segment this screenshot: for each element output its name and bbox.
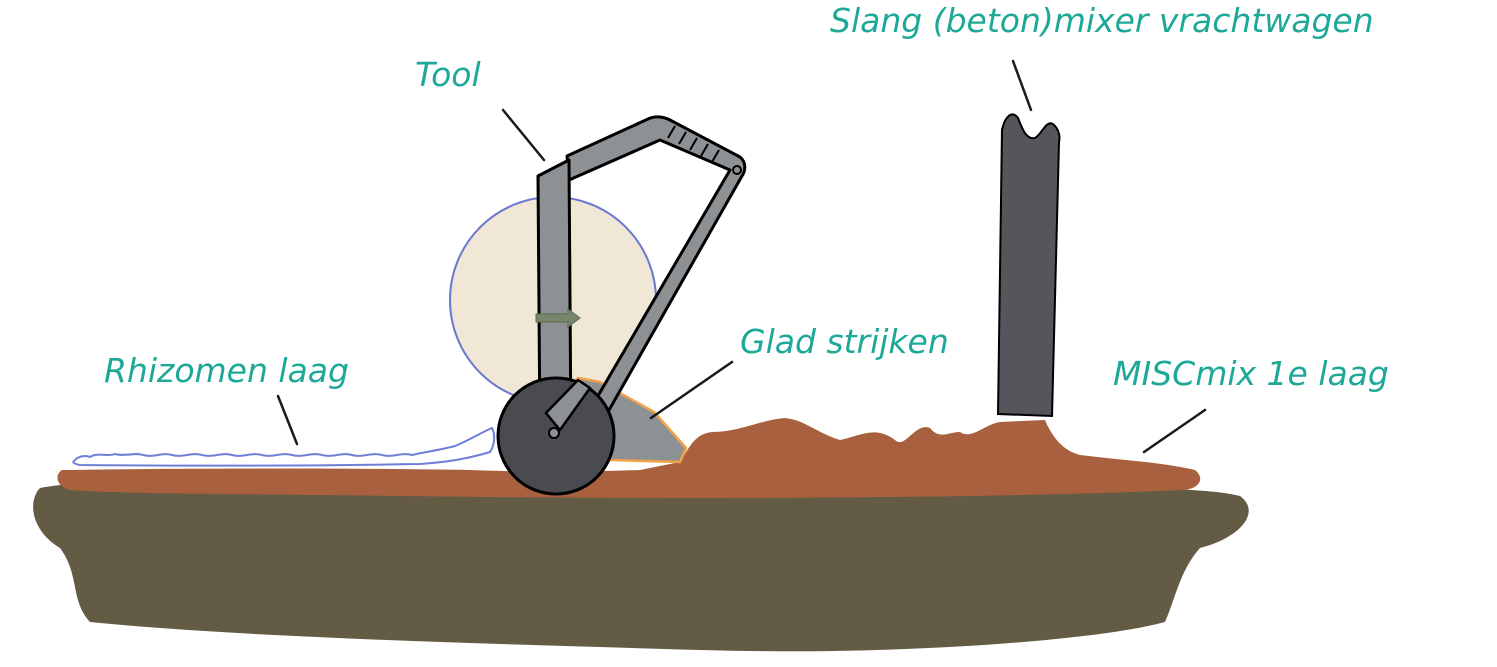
handle-hatch-4: [700, 143, 709, 157]
soil-base: [33, 482, 1249, 652]
leader-tool: [501, 108, 546, 162]
roller-hub: [548, 427, 560, 439]
leader-smooth: [649, 360, 734, 420]
handle-hatch-3: [689, 137, 698, 151]
leader-rhizome: [276, 394, 299, 446]
label-rhizome: Rhizomen laag: [104, 351, 349, 390]
direction-arrow: [535, 308, 581, 328]
rhizome-layer: [72, 426, 496, 467]
handle-pivot: [732, 165, 742, 175]
leader-misc: [1142, 408, 1207, 454]
label-hose: Slang (beton)mixer vrachtwagen: [830, 1, 1374, 40]
label-misc: MISCmix 1e laag: [1113, 354, 1389, 393]
roller-bracket: [544, 378, 592, 432]
handle-hatch-2: [678, 131, 687, 145]
leader-hose: [1011, 59, 1033, 112]
handle-hatch-5: [711, 149, 720, 163]
handle-hatch-1: [667, 125, 676, 139]
label-tool: Tool: [415, 55, 481, 94]
label-smooth: Glad strijken: [740, 322, 949, 361]
misc-mix-layer: [57, 418, 1201, 498]
hose: [996, 113, 1061, 418]
